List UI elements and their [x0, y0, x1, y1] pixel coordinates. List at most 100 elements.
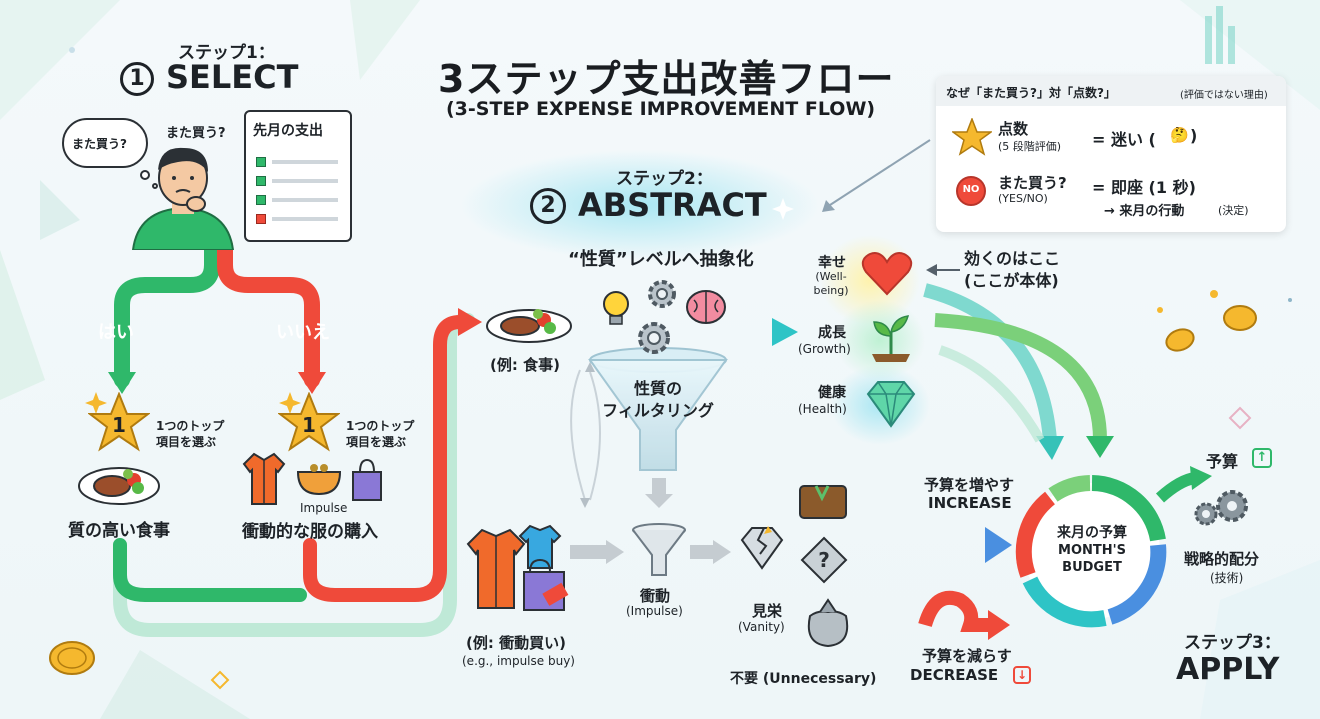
decrease-jp: 予算を減らす	[922, 647, 1012, 665]
coins-icon	[1157, 290, 1257, 352]
abstract-title: “性質”レベルへ抽象化	[568, 249, 754, 270]
strategy-jp: 戦略的配分	[1184, 550, 1260, 568]
shirt-icon	[242, 452, 286, 505]
yes-label: はい	[98, 322, 134, 343]
budget-en: MONTH'S BUDGET	[1058, 543, 1126, 575]
info-row2-sub: (YES/NO)	[998, 192, 1048, 205]
list-check	[256, 157, 266, 167]
budget-ring	[1015, 475, 1167, 628]
star-icon: 1	[88, 392, 150, 452]
shopping-bag-icon	[352, 458, 382, 501]
nature-growth-label: 成長	[818, 325, 846, 341]
info-row2-label: また買う?	[998, 174, 1067, 192]
no-label: いいえ	[276, 322, 330, 343]
nature-health-label: 健康	[818, 385, 846, 401]
step1-name: SELECT	[166, 58, 299, 96]
star-icon: 1	[278, 392, 340, 452]
impulse-label: 衝動	[640, 587, 671, 605]
yes-pick-text: 1つのトップ 項目を選ぶ	[156, 419, 225, 449]
thinking-face-icon: 🤔	[1170, 126, 1189, 144]
step2-label: ステップ2：	[616, 169, 713, 189]
info-row2-action-small: (決定)	[1218, 204, 1249, 217]
big-funnel	[588, 347, 728, 471]
small-funnel	[632, 523, 686, 576]
info-row1-close: )	[1190, 126, 1198, 145]
down-arrow-icon: ↓	[1013, 666, 1031, 684]
info-box-title-small: (評価ではない理由)	[1180, 90, 1268, 101]
no-result: 衝動的な服の購入	[242, 522, 378, 542]
step1-label: ステップ1：	[178, 43, 275, 63]
list-check	[256, 214, 266, 224]
unnecessary-label: 不要 (Unnecessary)	[730, 671, 877, 687]
up-arrow-icon: ↑	[1252, 448, 1272, 468]
impulse-items-icon	[466, 524, 569, 611]
lightbulb-icon	[603, 291, 629, 325]
example-impulse-en: (e.g., impulse buy)	[462, 654, 575, 668]
no-badge	[956, 176, 986, 206]
vanity-en: (Vanity)	[738, 620, 785, 634]
strategy-sub: (技術)	[1210, 571, 1244, 585]
impulse-en: (Impulse)	[626, 604, 683, 618]
coin-icon	[49, 641, 95, 675]
thought-bubble	[62, 118, 148, 168]
purse-icon	[296, 464, 342, 496]
thought-dot	[140, 170, 150, 180]
nature-growth-en: (Growth)	[798, 342, 851, 356]
step2-name: ABSTRACT	[578, 186, 767, 224]
effective-note: 効くのはここ (ここが本体)	[964, 249, 1061, 290]
question-diamond-icon: ?	[800, 536, 848, 584]
increase-jp: 予算を増やす	[924, 476, 1015, 494]
diamond-icon	[866, 381, 916, 428]
step1-question: また買う?	[166, 126, 226, 141]
svg-text:1: 1	[112, 413, 126, 437]
yes-result: 質の高い食事	[68, 521, 170, 541]
svg-text:?: ?	[818, 548, 830, 572]
info-box-header	[936, 76, 1286, 106]
vanity-label: 見栄	[752, 602, 783, 620]
list-line	[272, 217, 338, 221]
step2-number-badge: 2	[530, 188, 566, 224]
budget-jp: 来月の予算	[1057, 525, 1127, 541]
increase-en: INCREASE	[928, 494, 1012, 512]
thought-bubble-text: また買う?	[72, 137, 127, 151]
list-line	[272, 160, 338, 164]
step1-number-badge: 1	[120, 62, 154, 96]
info-row2-result: = 即座 (1 秒)	[1092, 178, 1196, 197]
brain-icon	[686, 290, 726, 324]
info-box-title: なぜ「また買う?」対「点数?」	[946, 86, 1116, 100]
meal-plate-icon	[78, 467, 160, 505]
cracked-diamond-icon	[740, 526, 784, 570]
filter-label: 性質の フィルタリング	[602, 379, 714, 420]
no-pick-text: 1つのトップ 項目を選ぶ	[346, 419, 415, 449]
list-line	[272, 198, 338, 202]
step3-label: ステップ3：	[1184, 633, 1281, 653]
list-check	[256, 176, 266, 186]
budget-up-label: 予算	[1206, 452, 1239, 471]
sprout-icon	[872, 315, 910, 362]
no-sub: Impulse	[300, 501, 348, 515]
meal-plate-icon	[486, 309, 572, 343]
list-check	[256, 195, 266, 205]
nature-wellbeing-en: (Well- being)	[813, 270, 849, 297]
expense-list-title: 先月の支出	[253, 123, 323, 139]
gears-icon	[1194, 490, 1248, 526]
list-line	[272, 179, 338, 183]
info-row1-label: 点数	[998, 120, 1029, 138]
info-row1-result: = 迷い (	[1092, 130, 1156, 149]
gear-icon	[638, 322, 670, 354]
thinking-person-icon	[131, 147, 235, 250]
star-icon	[952, 118, 992, 156]
step3-name: APPLY	[1176, 652, 1280, 687]
info-row1-sub: (5 段階評価)	[998, 140, 1062, 153]
heart-icon	[861, 252, 913, 296]
trash-bag-icon	[807, 598, 849, 648]
svg-text:1: 1	[302, 413, 316, 437]
wallet-icon	[799, 485, 847, 519]
info-row2-action: → 来月の行動	[1104, 204, 1185, 219]
page-title: 3ステップ支出改善フロー	[438, 57, 895, 101]
page-subtitle: (3-STEP EXPENSE IMPROVEMENT FLOW)	[446, 98, 876, 120]
nature-health-en: (Health)	[798, 402, 847, 416]
decrease-en: DECREASE	[910, 666, 999, 684]
example-impulse: (例: 衝動買い)	[466, 634, 566, 652]
